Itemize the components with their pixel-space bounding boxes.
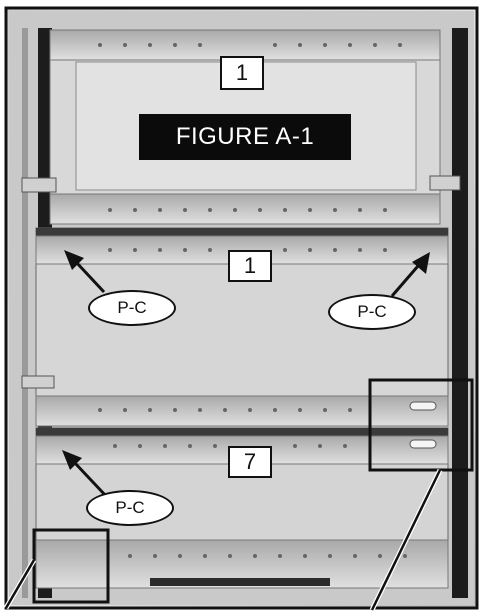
part-label-middle: 1 <box>228 250 272 282</box>
callout-top-left: P-C <box>88 290 176 326</box>
detail-box-right <box>368 378 474 472</box>
detail-box-left <box>32 528 110 604</box>
callout-top-right: P-C <box>328 294 416 330</box>
arrow-top-right <box>390 252 430 297</box>
arrow-top-left <box>64 250 106 294</box>
part-label-bottom: 7 <box>228 446 272 478</box>
callout-bottom-left: P-C <box>86 490 174 526</box>
arrow-bottom-left <box>62 450 108 498</box>
right-rail <box>452 28 468 598</box>
leader-line-right <box>370 469 442 611</box>
figure-title: FIGURE A-1 <box>139 114 351 160</box>
part-label-top: 1 <box>220 56 264 90</box>
bottom-tray <box>35 401 449 589</box>
left-rail-edge <box>22 28 28 598</box>
leader-line-left <box>4 559 36 609</box>
